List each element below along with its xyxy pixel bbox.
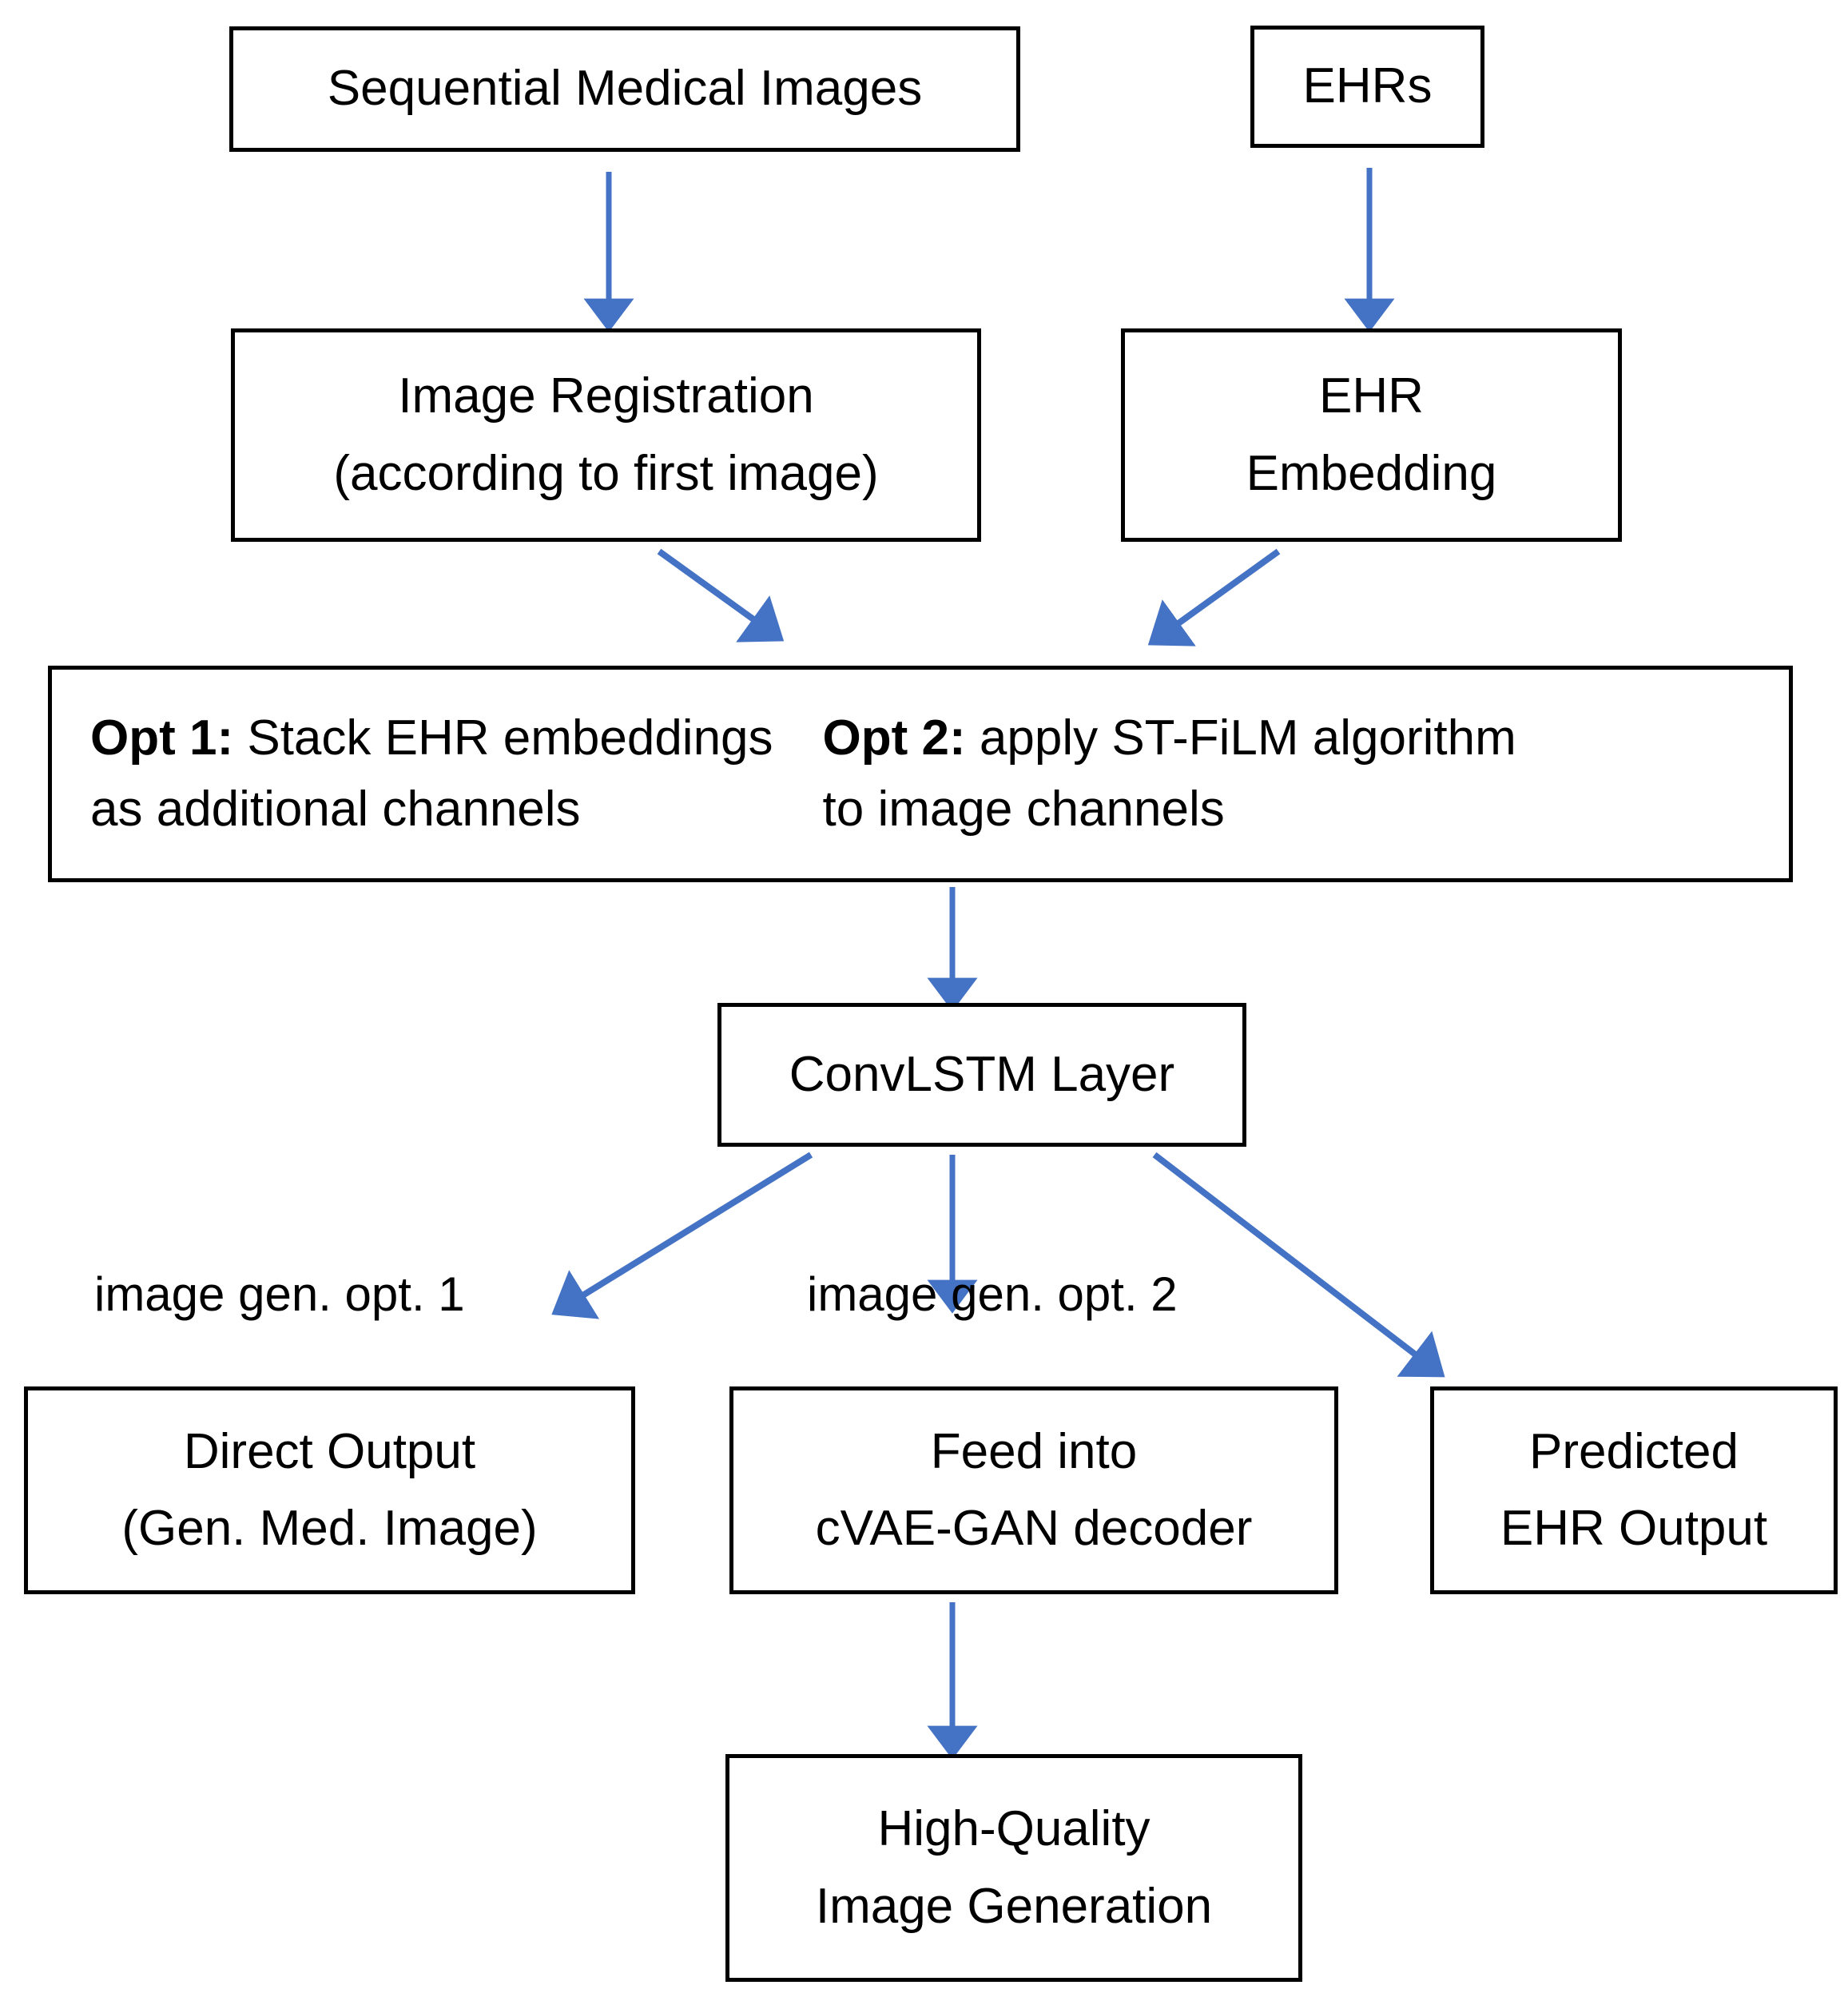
node-image-registration[interactable]: Image Registration (according to first i… xyxy=(231,328,981,542)
opt1-text-line-1: Stack EHR embeddings xyxy=(233,710,773,766)
fusion-option-2-line-1: Opt 2: apply ST-FiLM algorithm xyxy=(823,703,1516,774)
node-predicted-ehr-output[interactable]: Predicted EHR Output xyxy=(1430,1386,1838,1594)
node-cvae-gan-decoder[interactable]: Feed into cVAE-GAN decoder xyxy=(729,1386,1338,1594)
node-high-quality-image-generation[interactable]: High-Quality Image Generation xyxy=(725,1754,1302,1982)
edge-label-image-gen-opt-1: image gen. opt. 1 xyxy=(94,1267,465,1321)
edge-embedding-to-fusion xyxy=(1147,548,1281,646)
node-label-line-2: cVAE-GAN decoder xyxy=(815,1501,1253,1556)
opt1-label: Opt 1: xyxy=(90,710,234,766)
node-label-line-1: Feed into xyxy=(930,1423,1138,1479)
node-direct-output[interactable]: Direct Output (Gen. Med. Image) xyxy=(24,1386,635,1594)
node-label-line-2: (Gen. Med. Image) xyxy=(121,1501,538,1556)
fusion-option-1: Opt 1: Stack EHR embeddings as additiona… xyxy=(90,703,773,844)
node-label-line-2: EHR Output xyxy=(1500,1501,1768,1556)
node-label-line-2: Image Generation xyxy=(815,1878,1213,1934)
node-fusion-options[interactable]: Opt 1: Stack EHR embeddings as additiona… xyxy=(48,666,1793,882)
node-sequential-medical-images[interactable]: Sequential Medical Images xyxy=(229,26,1020,152)
node-label: Sequential Medical Images xyxy=(327,61,923,117)
fusion-option-2: Opt 2: apply ST-FiLM algorithm to image … xyxy=(823,703,1516,844)
node-label: ConvLSTM Layer xyxy=(789,1046,1175,1102)
node-label: EHRs xyxy=(1302,58,1433,114)
edge-convlstm-to-direct-output xyxy=(551,1152,813,1319)
node-label-line-1: Predicted xyxy=(1529,1423,1739,1479)
edge-registration-to-fusion xyxy=(657,548,785,642)
fusion-option-1-line-2: as additional channels xyxy=(90,781,581,837)
node-convlstm-layer[interactable]: ConvLSTM Layer xyxy=(717,1003,1246,1147)
opt2-label: Opt 2: xyxy=(822,710,966,766)
fusion-option-2-line-2: to image channels xyxy=(822,781,1225,837)
node-label-line-2: Embedding xyxy=(1246,445,1497,501)
opt2-text-line-1: apply ST-FiLM algorithm xyxy=(965,710,1516,766)
node-ehr-embedding[interactable]: EHR Embedding xyxy=(1121,328,1622,542)
node-ehrs[interactable]: EHRs xyxy=(1250,26,1484,148)
edge-label-image-gen-opt-2: image gen. opt. 2 xyxy=(807,1267,1178,1321)
node-label-line-2: (according to first image) xyxy=(333,445,879,501)
node-label-line-1: Image Registration xyxy=(398,368,814,424)
edge-convlstm-to-predicted-ehr xyxy=(1152,1152,1445,1378)
fusion-option-1-line-1: Opt 1: Stack EHR embeddings xyxy=(90,703,773,774)
node-label-line-1: EHR xyxy=(1319,368,1424,424)
node-label-line-1: High-Quality xyxy=(877,1801,1151,1857)
node-label-line-1: Direct Output xyxy=(183,1423,476,1479)
